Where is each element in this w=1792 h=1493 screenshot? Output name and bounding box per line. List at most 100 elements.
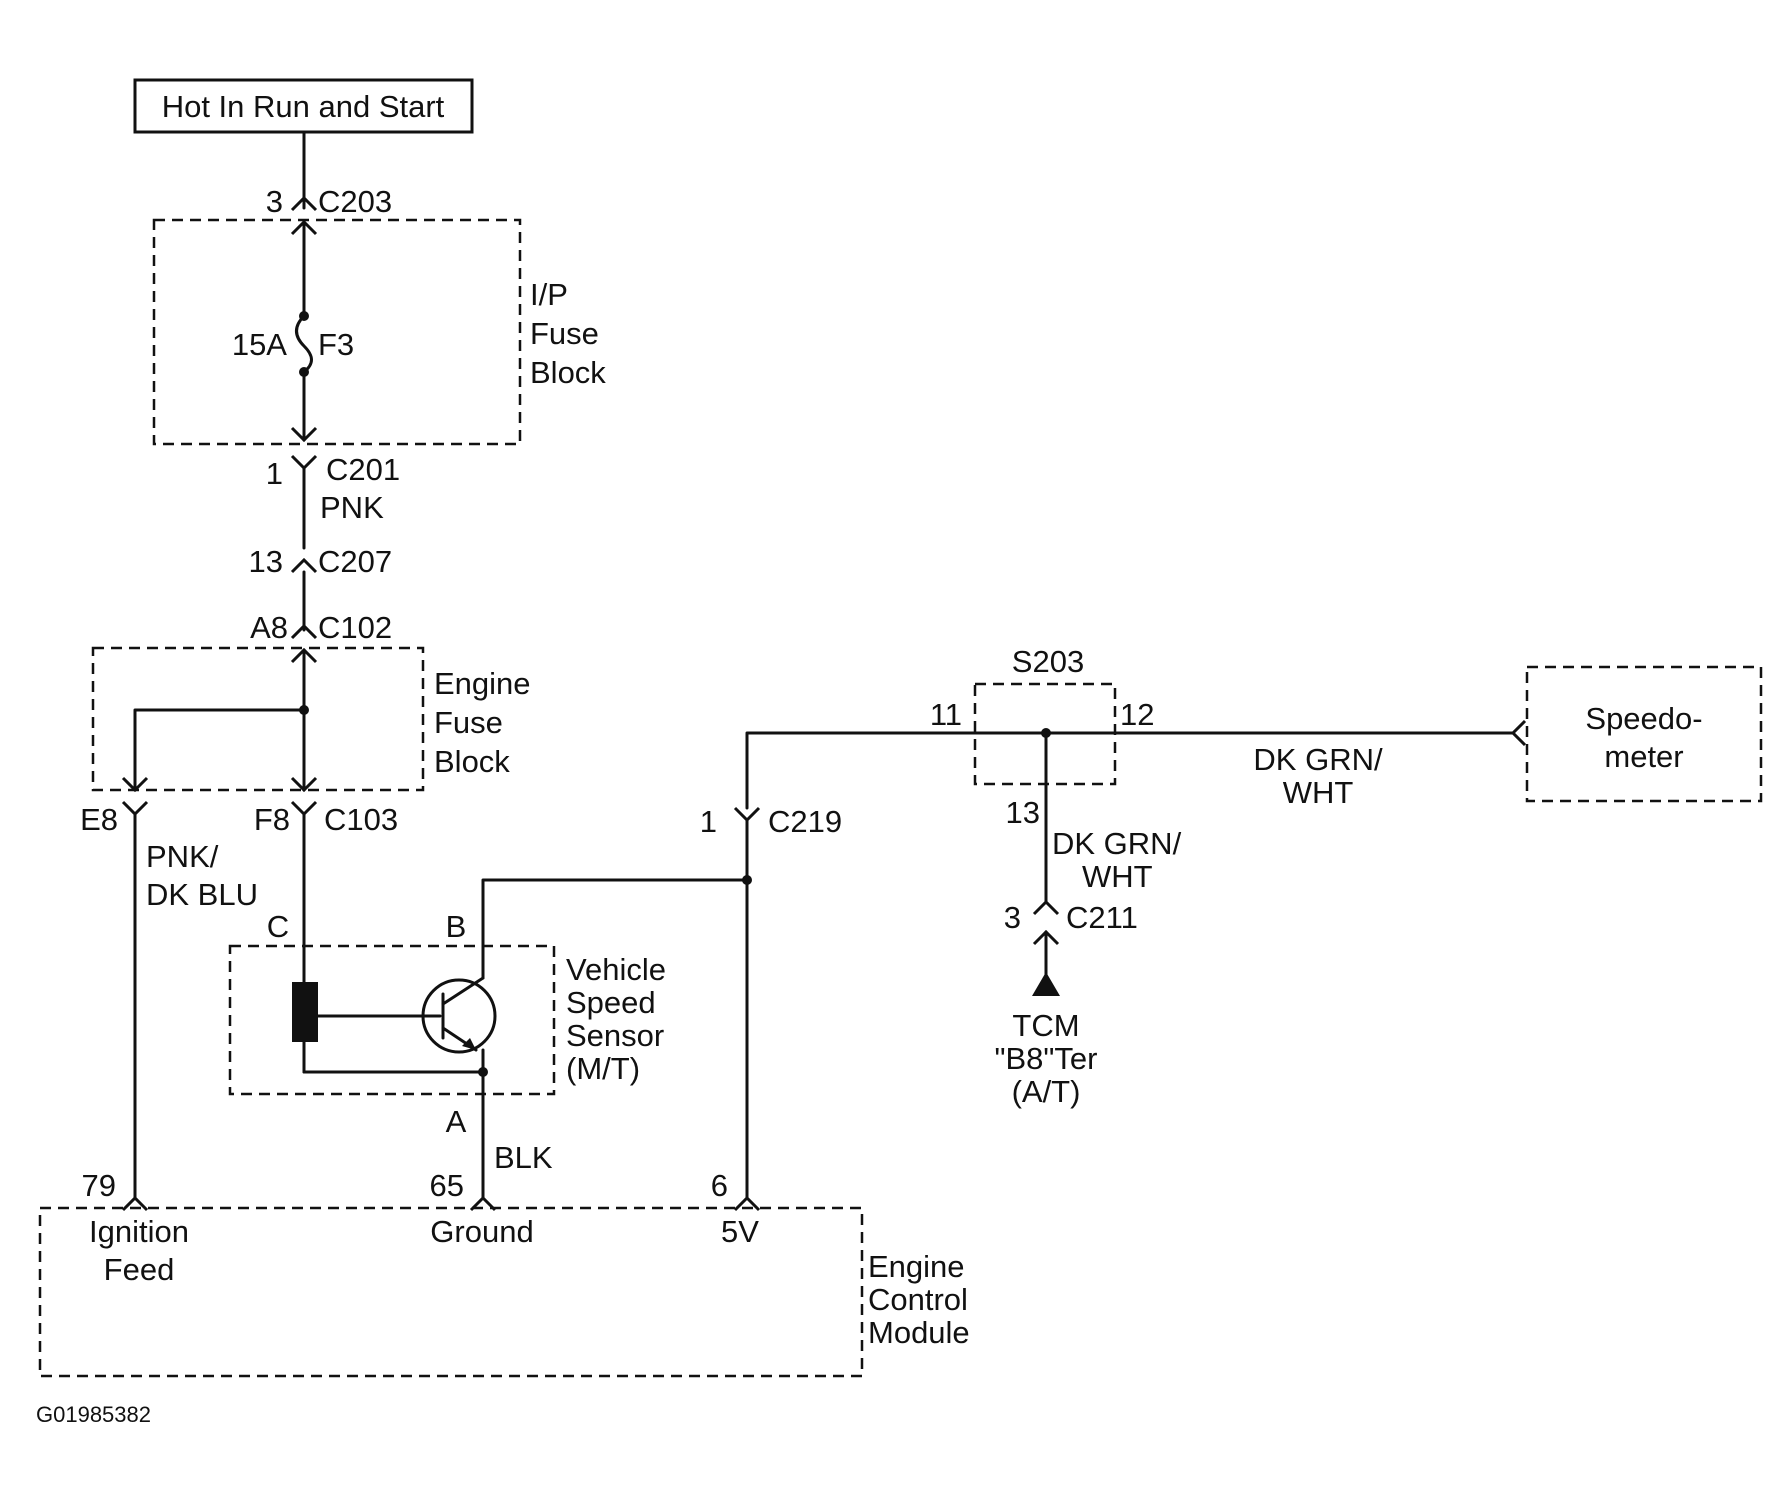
power-source-box: Hot In Run and Start xyxy=(133,78,474,134)
vehicle-speed-sensor: C B A Vehicle Speed Sensor (M/T) xyxy=(228,878,749,1200)
connector-c102-symbol xyxy=(290,623,318,640)
ecm-pin-65-name: Ground xyxy=(430,1214,533,1249)
arrow-down-icon xyxy=(290,426,318,443)
vss-pin-a: A xyxy=(446,1104,467,1139)
splice-s203-pin-right: 12 xyxy=(1120,697,1154,732)
splice-5v xyxy=(742,875,752,885)
ip-fuse-block-label-2: Fuse xyxy=(530,316,599,351)
tcm-label-2: "B8"Ter xyxy=(995,1041,1098,1076)
connector-c201-symbol xyxy=(290,454,318,471)
fuse-icon xyxy=(295,314,313,374)
ecm-label-2: Control xyxy=(868,1282,968,1317)
wire-dk-grn-wht-down-label-1: DK GRN/ xyxy=(1052,826,1182,861)
transistor-icon xyxy=(421,976,497,1054)
connector-c211: 3 C211 xyxy=(1004,899,1138,946)
wire-dk-grn-wht-down-label-2: WHT xyxy=(1082,859,1153,894)
ecm-pin-6-num: 6 xyxy=(711,1168,728,1203)
connector-speedometer-symbol xyxy=(1510,719,1527,747)
connector-c203-pin: 3 xyxy=(266,184,283,219)
connector-c207-pin: 13 xyxy=(249,544,283,579)
connector-c103-left-symbol xyxy=(121,800,149,817)
connector-c103-right-symbol xyxy=(290,800,318,817)
tcm-terminal-icon xyxy=(1032,972,1060,996)
connector-c207: 13 C207 xyxy=(249,544,393,579)
connector-c219-name: C219 xyxy=(768,804,842,839)
wire-pnk-dk-blu-label-1: PNK/ xyxy=(146,839,219,874)
engine-fuse-block-label-1: Engine xyxy=(434,666,531,701)
ip-fuse-block-outline xyxy=(152,218,522,446)
connector-c102: A8 C102 xyxy=(250,610,392,645)
vss-label-2: Speed xyxy=(566,985,656,1020)
ip-fuse-block-label-3: Block xyxy=(530,355,606,390)
vss-pin-c: C xyxy=(267,909,289,944)
fuse-name: F3 xyxy=(318,327,354,362)
connector-c103-pin-left: E8 xyxy=(80,802,118,837)
arrow-down-icon xyxy=(121,776,149,793)
ecm-pin-79-num: 79 xyxy=(82,1168,116,1203)
speedometer: Speedo- meter xyxy=(1510,665,1763,803)
connector-c201-pin: 1 xyxy=(266,456,283,491)
connector-c219: 1 C219 xyxy=(700,804,842,839)
ip-fuse-block-label-1: I/P xyxy=(530,277,568,312)
splice-s203-pin-bottom: 13 xyxy=(1006,795,1040,830)
connector-c201-name: C201 xyxy=(326,452,400,487)
wire-pnk-dk-blu-label-2: DK BLU xyxy=(146,877,258,912)
connector-c103-pin-right: F8 xyxy=(254,802,290,837)
engine-fuse-block-label-2: Fuse xyxy=(434,705,503,740)
ecm-pin-6-name: 5V xyxy=(721,1214,759,1249)
ip-fuse-block: 15A F3 I/P Fuse Block xyxy=(152,218,606,446)
ecm-pin-79-name-2: Feed xyxy=(104,1252,175,1287)
ecm-label-1: Engine xyxy=(868,1249,965,1284)
engine-fuse-block-label-3: Block xyxy=(434,744,510,779)
connector-c203-symbol xyxy=(290,195,318,212)
wire-efb-branch xyxy=(133,708,306,792)
wire-dk-grn-wht-right-label-1: DK GRN/ xyxy=(1253,742,1383,777)
ecm-pin-79-name-1: Ignition xyxy=(89,1214,189,1249)
connector-c102-name: C102 xyxy=(318,610,392,645)
connector-c211-pin: 3 xyxy=(1004,900,1021,935)
wire-pnk-label: PNK xyxy=(320,490,384,525)
engine-control-module: 79 65 6 Ignition Feed Ground 5V Engine C… xyxy=(38,1168,970,1378)
connector-c103: E8 F8 C103 xyxy=(80,800,398,837)
connector-c207-symbol xyxy=(290,557,318,574)
wire-dk-grn-wht-right-label-2: WHT xyxy=(1283,775,1354,810)
splice-s203-pin-left: 11 xyxy=(930,697,962,732)
tcm-label-3: (A/T) xyxy=(1012,1074,1081,1109)
connector-c201: 1 C201 xyxy=(266,452,400,491)
tcm-label-1: TCM xyxy=(1012,1008,1079,1043)
wire-c219-to-s203 xyxy=(745,731,1048,810)
connector-c211-name: C211 xyxy=(1066,900,1138,935)
arrow-down-icon xyxy=(290,776,318,793)
wire-blk-label: BLK xyxy=(494,1140,553,1175)
ecm-pin-79-symbol xyxy=(121,1195,149,1212)
ecm-pin-6-symbol xyxy=(733,1195,761,1212)
ecm-outline xyxy=(38,1206,864,1378)
connector-c219-symbol xyxy=(733,806,761,823)
engine-fuse-block: Engine Fuse Block xyxy=(91,646,531,793)
vss-label-3: Sensor xyxy=(566,1018,664,1053)
ecm-label-3: Module xyxy=(868,1315,970,1350)
engine-fuse-block-outline xyxy=(91,646,425,792)
figure-id: G01985382 xyxy=(36,1402,151,1427)
vss-outline xyxy=(228,944,556,1096)
power-source-label: Hot In Run and Start xyxy=(162,89,445,124)
ecm-pin-65-num: 65 xyxy=(430,1168,464,1203)
fuse-rating: 15A xyxy=(232,327,287,362)
vss-pin-b: B xyxy=(446,909,467,944)
connector-c203: 3 C203 xyxy=(266,184,392,219)
connector-c103-name: C103 xyxy=(324,802,398,837)
vss-label-1: Vehicle xyxy=(566,952,666,987)
connector-c102-pin: A8 xyxy=(250,610,288,645)
splice-s203-name: S203 xyxy=(1012,644,1084,679)
ecm-pin-65-symbol xyxy=(469,1195,497,1212)
connector-c207-name: C207 xyxy=(318,544,392,579)
connector-c219-pin: 1 xyxy=(700,804,717,839)
speedometer-label-2: meter xyxy=(1604,739,1683,774)
coil-icon xyxy=(292,982,318,1042)
connector-c203-name: C203 xyxy=(318,184,392,219)
connector-c211-symbol xyxy=(1032,899,1060,916)
wire-collector-to-5v xyxy=(481,878,749,980)
speedometer-label-1: Speedo- xyxy=(1585,701,1702,736)
